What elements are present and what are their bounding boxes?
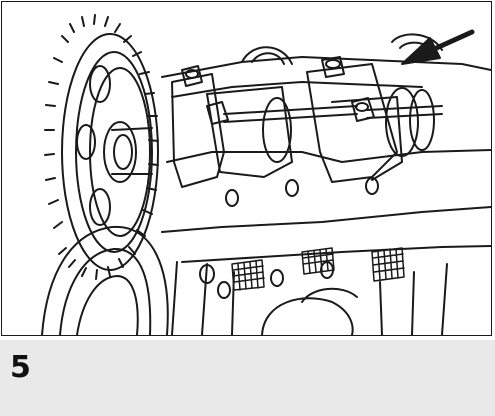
caption-band	[0, 340, 495, 416]
cylinder-head	[161, 56, 491, 335]
alignment-bar	[223, 33, 443, 123]
cam-gear	[44, 14, 159, 280]
figure-panel	[1, 1, 492, 336]
arrow-icon	[401, 29, 475, 65]
engine-illustration	[41, 14, 491, 335]
lower-pulley	[41, 225, 169, 335]
bolts	[181, 56, 379, 299]
casting-grid	[231, 247, 405, 291]
figure-number: 5	[10, 350, 31, 385]
